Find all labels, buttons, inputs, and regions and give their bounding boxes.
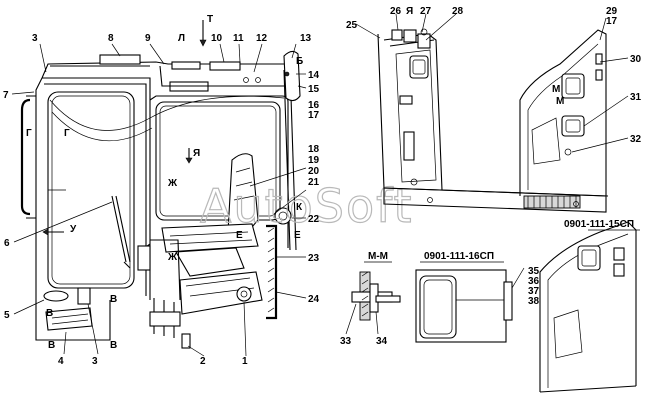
main-cab-view: [20, 20, 301, 349]
bottom-right-detail: [539, 221, 637, 393]
view-letter-ya: Я: [193, 148, 200, 159]
view-letter-zh2: Ж: [167, 252, 178, 263]
callout-21: 21: [308, 177, 320, 188]
callout-15: 15: [308, 84, 320, 95]
callout-8: 8: [108, 33, 114, 44]
callout-34: 34: [376, 336, 388, 347]
callout-3-bottom: 3: [92, 356, 98, 367]
view-letter-u: У: [70, 224, 77, 235]
view-letter-v4: В: [110, 340, 117, 351]
callout-4: 4: [58, 356, 64, 367]
callout-25: 25: [346, 20, 358, 31]
callout-28: 28: [452, 6, 464, 17]
section-mm: [351, 271, 401, 321]
callout-29: 29: [606, 6, 618, 17]
callout-38: 38: [528, 296, 540, 307]
callout-18: 18: [308, 144, 320, 155]
callout-5: 5: [4, 310, 10, 321]
watermark-text: AutoSoft: [200, 179, 414, 233]
callout-13: 13: [300, 33, 312, 44]
callout-24: 24: [308, 294, 320, 305]
callout-19: 19: [308, 155, 320, 166]
view-letter-ya-top: Я: [406, 6, 413, 17]
caption-section-mm: М-М: [368, 251, 388, 262]
callout-37: 37: [528, 286, 540, 297]
callout-10: 10: [211, 33, 223, 44]
callout-31: 31: [630, 92, 642, 103]
callout-36: 36: [528, 276, 540, 287]
callout-16: 16: [308, 100, 320, 111]
callout-35: 35: [528, 266, 540, 277]
callout-20: 20: [308, 166, 320, 177]
callout-17: 17: [308, 110, 320, 121]
view-letter-g1: Г: [26, 128, 32, 139]
view-letter-g2: Г: [64, 128, 70, 139]
view-letter-e1: Е: [236, 230, 243, 241]
callout-26: 26: [390, 6, 402, 17]
callout-3-top: 3: [32, 33, 38, 44]
callout-12: 12: [256, 33, 268, 44]
inset-16sp: [415, 269, 513, 343]
view-letter-e2: Е: [294, 230, 301, 241]
view-letter-b: Б: [296, 56, 303, 67]
callout-23: 23: [308, 253, 320, 264]
callout-17-right: 17: [606, 16, 618, 27]
callout-30: 30: [630, 54, 642, 65]
view-letter-v1: В: [110, 294, 117, 305]
view-letter-v3: В: [48, 340, 55, 351]
callout-27: 27: [420, 6, 432, 17]
leader-lines: [11, 13, 640, 357]
view-letter-t: Т: [207, 14, 213, 25]
callout-14: 14: [308, 70, 320, 81]
callout-1: 1: [242, 356, 248, 367]
callout-22: 22: [308, 214, 320, 225]
callout-2: 2: [200, 356, 206, 367]
callout-6: 6: [4, 238, 10, 249]
callout-7: 7: [3, 90, 9, 101]
callout-32: 32: [630, 134, 642, 145]
view-letters: Т Л Б Я К Г Г Ж Ж У Е Е В В В В Я М М: [26, 6, 564, 351]
view-letter-m1: М: [552, 84, 560, 95]
view-letter-zh1: Ж: [167, 178, 178, 189]
callout-33: 33: [340, 336, 352, 347]
callout-9: 9: [145, 33, 151, 44]
view-letter-v2: В: [46, 308, 53, 319]
view-letter-l: Л: [178, 33, 185, 44]
callout-labels: 3 8 9 10 11 12 13 14 15 16 17 18 19 20 2…: [3, 6, 642, 367]
caption-16sp: 0901-111-16СП: [424, 251, 494, 262]
view-letter-k: К: [296, 202, 303, 213]
view-letter-m2: М: [556, 96, 564, 107]
view-ya-detail: [377, 28, 609, 213]
captions: 0901-111-15СП 0901-111-16СП М-М: [368, 219, 634, 262]
callout-11: 11: [233, 33, 244, 44]
caption-15sp: 0901-111-15СП: [564, 219, 634, 230]
